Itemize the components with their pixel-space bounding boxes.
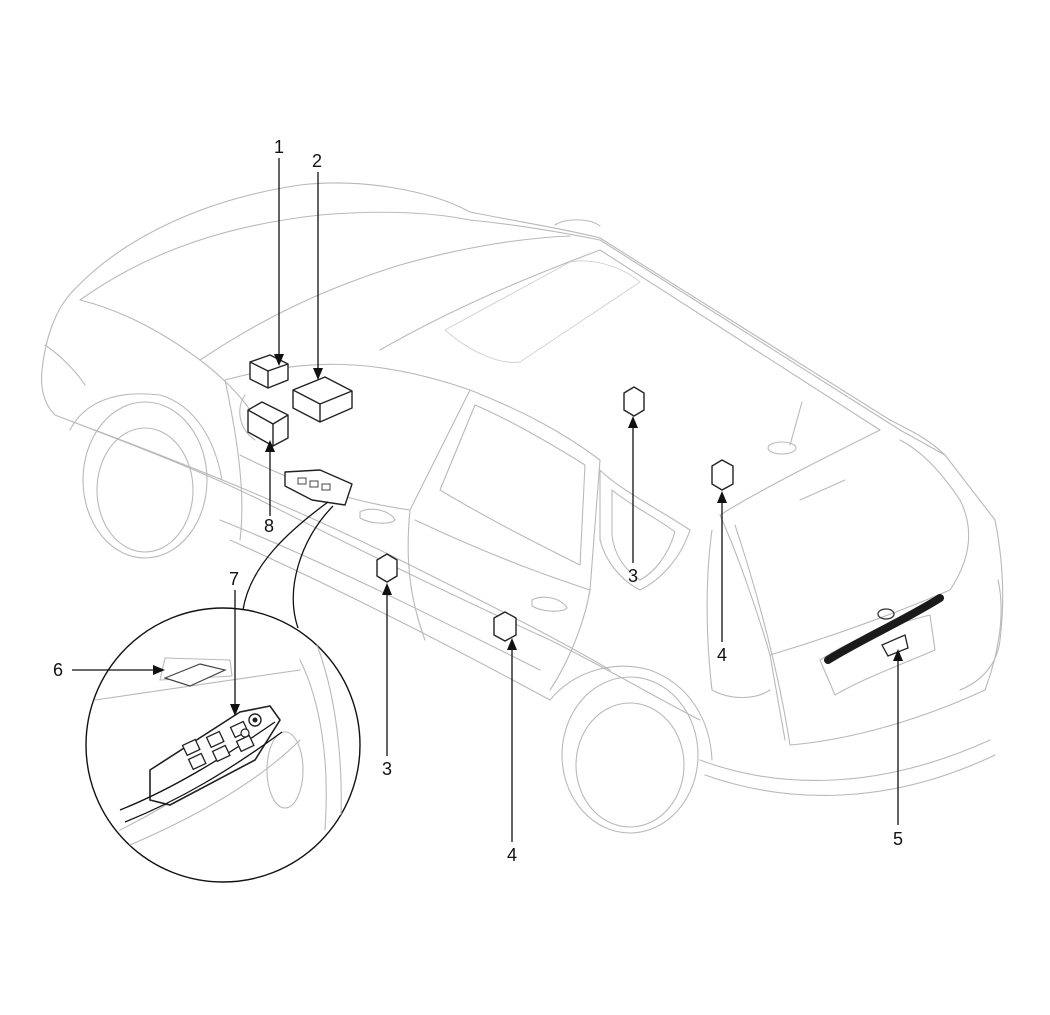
part-2-module bbox=[292, 376, 353, 423]
callout-4-upper: 4 bbox=[717, 645, 727, 665]
callout-8: 8 bbox=[264, 516, 274, 536]
arrow-4-upper bbox=[717, 491, 727, 503]
callout-1: 1 bbox=[274, 137, 284, 157]
sensor-4-upper bbox=[711, 459, 734, 491]
sensor-4-lower bbox=[493, 611, 517, 642]
zoom-pointer bbox=[242, 501, 329, 611]
callout-4-lower: 4 bbox=[507, 845, 517, 865]
callout-3-lower: 3 bbox=[382, 759, 392, 779]
sensor-3-lower bbox=[376, 553, 398, 583]
callout-7: 7 bbox=[229, 569, 239, 589]
arrow-3-upper bbox=[628, 416, 638, 428]
arrow-5 bbox=[893, 649, 903, 661]
callout-5: 5 bbox=[893, 829, 903, 849]
arrow-3-lower bbox=[382, 583, 392, 595]
part-1-module bbox=[249, 354, 289, 389]
callout-3-upper: 3 bbox=[628, 566, 638, 586]
zoom-pointer-2 bbox=[292, 505, 334, 629]
arrow-7 bbox=[230, 704, 240, 716]
arrow-4-lower bbox=[507, 638, 517, 650]
arrow-2 bbox=[313, 368, 323, 380]
door-switch-panel bbox=[284, 469, 353, 506]
arrow-8 bbox=[265, 440, 275, 452]
callout-2: 2 bbox=[312, 151, 322, 171]
rear-garnish bbox=[824, 594, 944, 664]
trunk-switch bbox=[881, 634, 909, 657]
sensor-3-upper bbox=[623, 386, 645, 417]
arrow-1 bbox=[274, 354, 284, 366]
arrow-6 bbox=[153, 665, 165, 675]
mirror-switch bbox=[163, 663, 227, 687]
zoom-detail bbox=[94, 639, 342, 846]
part-8-module bbox=[247, 401, 289, 447]
callout-6: 6 bbox=[53, 660, 63, 680]
emblem-icon bbox=[877, 608, 895, 620]
